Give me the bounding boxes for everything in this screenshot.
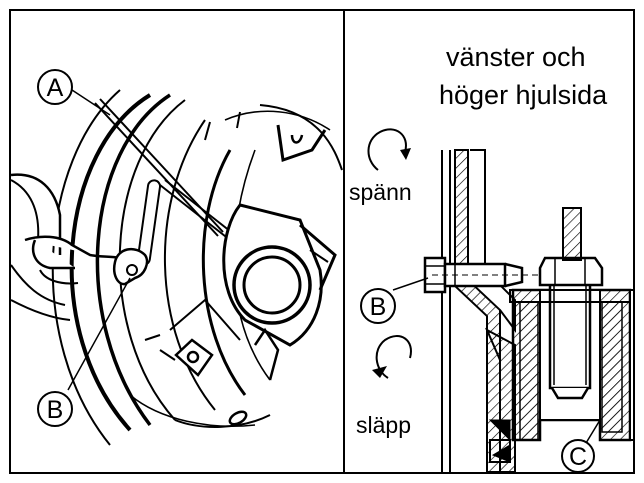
callout-c: C [561, 439, 595, 473]
drum-arc-3 [118, 99, 186, 421]
top-arc-2 [224, 110, 331, 131]
callout-c-label: C [569, 443, 587, 471]
release-label: släpp [356, 412, 411, 438]
drum-arc-2 [95, 93, 171, 427]
callout-b-right: B [360, 288, 396, 324]
shoe-inner-arc [163, 119, 216, 411]
top-arc [259, 104, 343, 171]
title-line-2: höger hjulsida [439, 80, 608, 110]
callout-b-right-label: B [370, 293, 387, 321]
callout-a-label: A [47, 74, 64, 102]
shoe-lining-arc [201, 149, 247, 396]
tighten-label: spänn [349, 179, 412, 205]
left-panel-illustration [11, 89, 343, 446]
right-panel-illustration [367, 128, 633, 472]
callout-b-left: B [37, 391, 73, 427]
callout-a: A [37, 69, 73, 105]
title-line-1: vänster och [446, 42, 586, 72]
callout-b-left-label: B [47, 396, 64, 424]
